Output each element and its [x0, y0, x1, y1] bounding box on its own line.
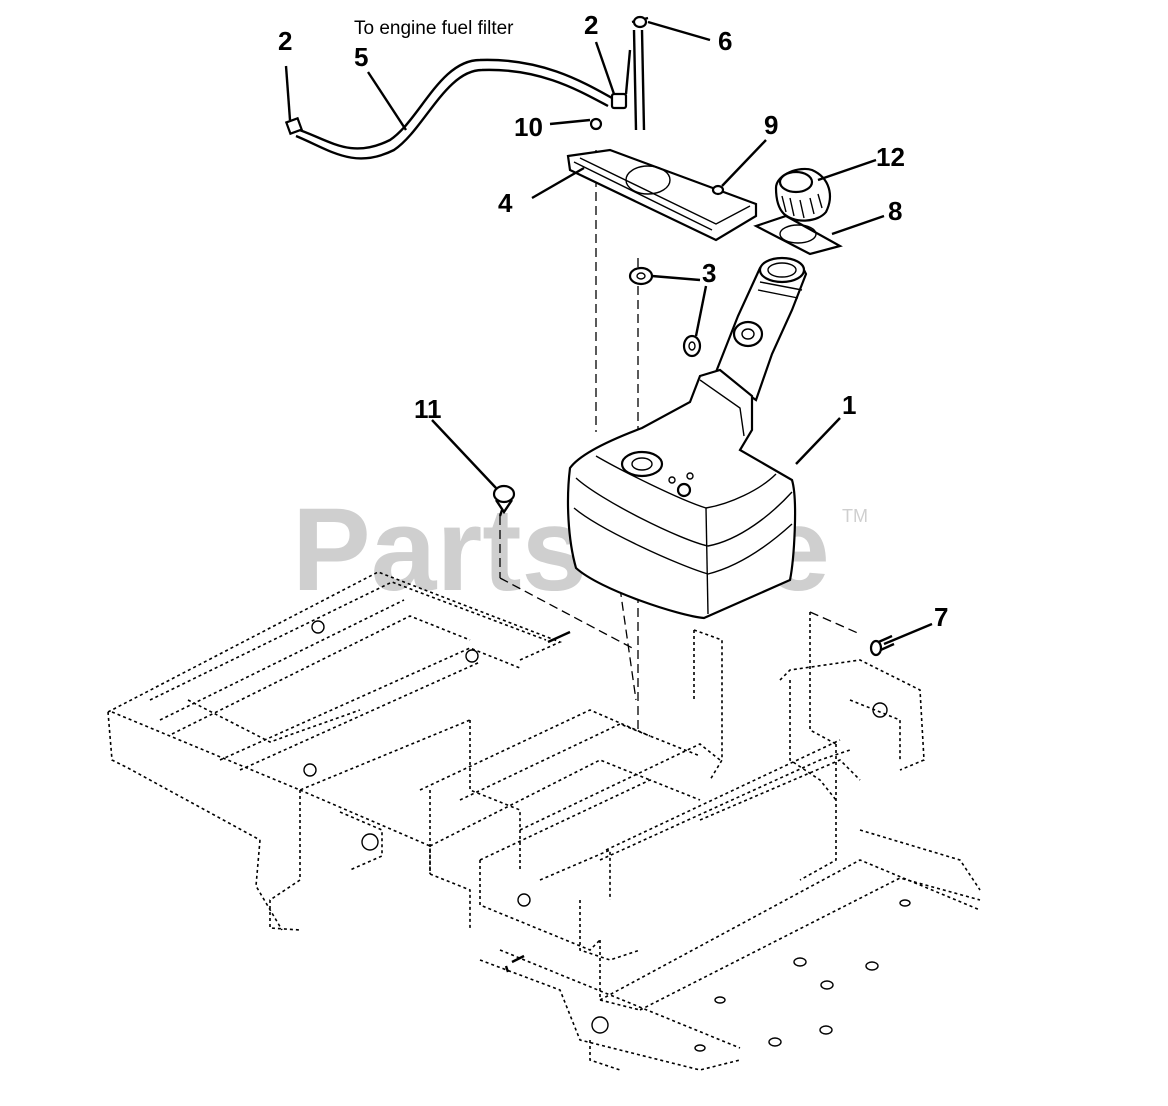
grommets: [628, 266, 702, 358]
callout-4: 4: [498, 188, 513, 218]
annotation-engine-fuel-filter: To engine fuel filter: [354, 18, 514, 39]
callout-5: 5: [354, 42, 368, 72]
hose-clamp: [492, 484, 516, 517]
fuel-line: [284, 58, 628, 160]
callout-1: 1: [842, 390, 856, 420]
chassis-frame: [107, 571, 981, 1071]
callout-10: 10: [514, 112, 543, 142]
leader-lines: [284, 20, 933, 646]
callout-3: 3: [702, 258, 716, 288]
bolt: [869, 634, 895, 657]
callout-7: 7: [934, 602, 948, 632]
callout-8: 8: [888, 196, 902, 226]
callout-11: 11: [414, 394, 442, 424]
trademark: TM: [842, 506, 868, 526]
callout-2-left: 2: [278, 26, 292, 56]
vent-tube: [631, 15, 649, 131]
callout-9: 9: [764, 110, 778, 140]
callout-2-right: 2: [584, 10, 598, 40]
fuel-cap-assembly: [753, 167, 843, 256]
callout-12: 12: [876, 142, 905, 172]
tank-strap-bracket: [566, 117, 758, 242]
callout-6: 6: [718, 26, 732, 56]
fuel-tank: [566, 256, 808, 620]
alignment-lines: [499, 150, 861, 730]
